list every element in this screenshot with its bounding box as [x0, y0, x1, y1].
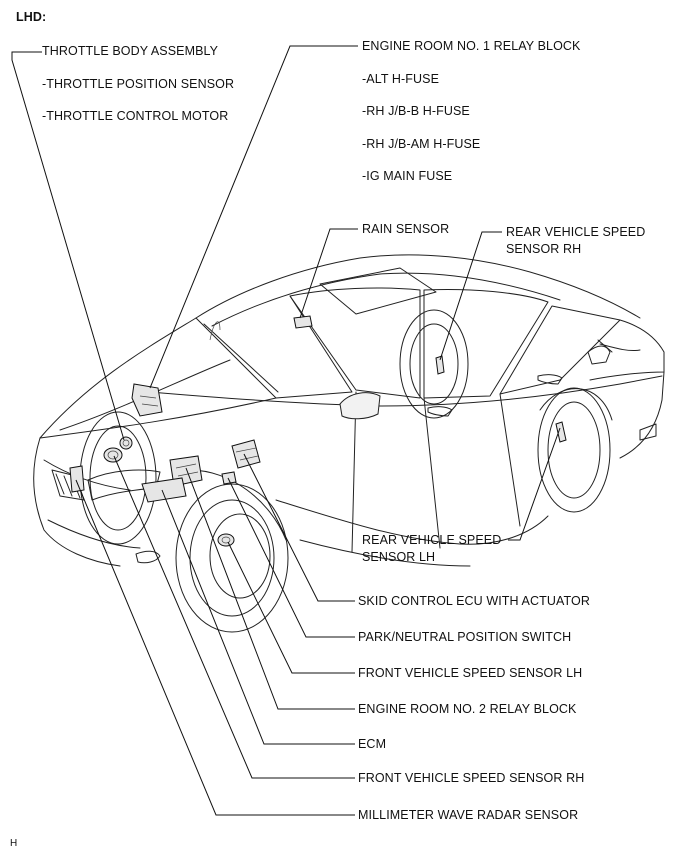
label-rain-sensor: RAIN SENSOR [362, 222, 450, 236]
front-speed-sensor-rh-part [103, 447, 123, 463]
throttle-body-part [119, 436, 133, 450]
label-front-speed-sensor-rh: FRONT VEHICLE SPEED SENSOR RH [358, 771, 585, 785]
label-alt-h-fuse: -ALT H-FUSE [362, 72, 440, 86]
diagram-title: LHD: [16, 10, 47, 24]
label-rear-speed-sensor-rh-line2: SENSOR RH [506, 242, 582, 256]
label-rear-speed-sensor-rh-line1: REAR VEHICLE SPEED [506, 225, 646, 239]
ecm-part [141, 477, 187, 503]
label-engine-room-relay-block-1: ENGINE ROOM NO. 1 RELAY BLOCK [362, 39, 581, 53]
rain-sensor-part [293, 315, 313, 329]
label-rh-jb-am-h-fuse: -RH J/B-AM H-FUSE [362, 137, 481, 151]
rear-speed-sensor-lh-part [555, 421, 567, 443]
label-front-speed-sensor-lh: FRONT VEHICLE SPEED SENSOR LH [358, 666, 583, 680]
label-rear-speed-sensor-lh-line2: SENSOR LH [362, 550, 436, 564]
label-rh-jb-b-h-fuse: -RH J/B-B H-FUSE [362, 104, 470, 118]
rear-right-wheel [399, 309, 469, 419]
park-neutral-switch-part [221, 471, 237, 485]
skid-control-ecu-part [231, 439, 261, 469]
rear-left-wheel [537, 387, 613, 513]
label-throttle-body-assembly: THROTTLE BODY ASSEMBLY [42, 44, 219, 58]
label-millimeter-wave-radar: MILLIMETER WAVE RADAR SENSOR [358, 808, 579, 822]
label-ig-main-fuse: -IG MAIN FUSE [362, 169, 453, 183]
label-skid-control-ecu: SKID CONTROL ECU WITH ACTUATOR [358, 594, 590, 608]
label-engine-room-relay-block-2: ENGINE ROOM NO. 2 RELAY BLOCK [358, 702, 577, 716]
front-speed-sensor-lh-part [217, 533, 235, 547]
figure-code: H [10, 838, 18, 849]
label-park-neutral-switch: PARK/NEUTRAL POSITION SWITCH [358, 630, 572, 644]
label-rear-speed-sensor-lh-line1: REAR VEHICLE SPEED [362, 533, 502, 547]
car-body [33, 254, 665, 567]
leader-lines [11, 45, 561, 816]
radar-sensor-part [69, 465, 85, 493]
label-throttle-position-sensor: -THROTTLE POSITION SENSOR [42, 77, 235, 91]
front-left-wheel [175, 469, 289, 633]
rear-speed-sensor-rh-part [435, 355, 445, 375]
label-throttle-control-motor: -THROTTLE CONTROL MOTOR [42, 109, 229, 123]
label-ecm: ECM [358, 737, 387, 751]
relay-block-1-part [131, 383, 163, 417]
